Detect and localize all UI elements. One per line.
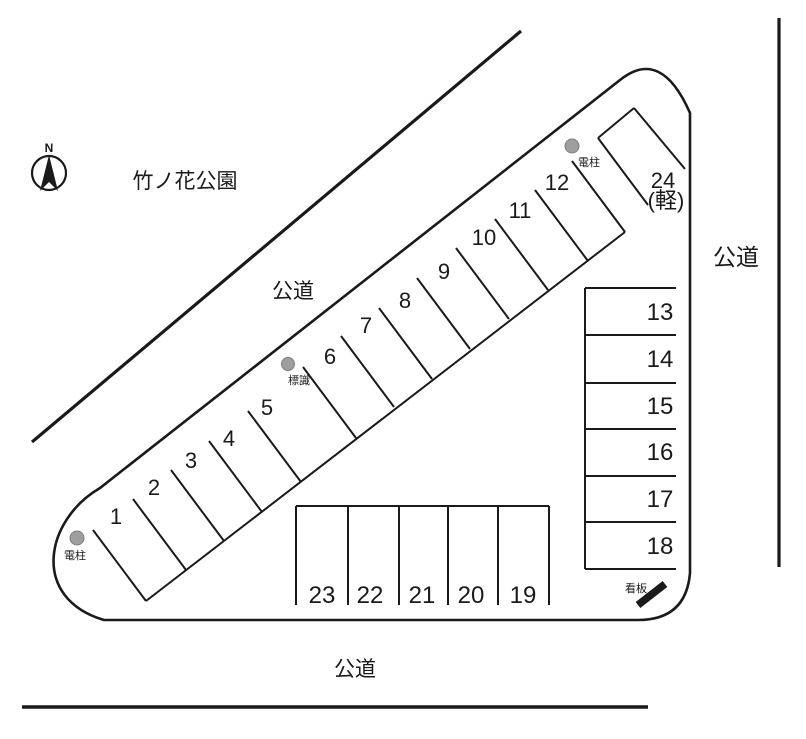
space-divider (416, 277, 471, 350)
utility-pole-icon (69, 530, 85, 546)
space-number-17: 17 (647, 486, 674, 513)
space-number-5: 5 (261, 395, 273, 420)
road-label-east: 公道 (713, 244, 759, 270)
space-divider (571, 160, 626, 233)
markers: 電柱 標識 電柱 看板 (64, 138, 668, 608)
kei-space-top-edge (597, 107, 635, 139)
space-number-8: 8 (399, 288, 411, 313)
space-number-2: 2 (148, 475, 160, 500)
diagonal-row-inner-edge (145, 231, 626, 602)
road-label-northwest: 公道 (272, 280, 314, 303)
space-divider (247, 410, 302, 483)
space-number-23: 23 (309, 582, 336, 609)
space-number-7: 7 (360, 313, 372, 338)
south-row-spaces: 23 22 21 20 19 (295, 505, 550, 609)
utility-pole-icon (564, 138, 580, 154)
space-number-15: 15 (647, 393, 674, 420)
space-number-14: 14 (647, 346, 674, 373)
kei-space-left-edge (597, 137, 649, 206)
space-number-20: 20 (458, 582, 485, 609)
utility-pole-ne-label: 電柱 (578, 155, 600, 169)
road-label-south: 公道 (334, 658, 376, 681)
east-column-spaces: 13 14 15 16 17 18 (584, 287, 676, 570)
space-24-kei-note: (軽) (648, 188, 685, 213)
space-divider (494, 218, 549, 291)
space-number-3: 3 (185, 448, 197, 473)
space-number-22: 22 (357, 582, 384, 609)
space-number-11: 11 (509, 198, 532, 223)
space-number-16: 16 (647, 439, 674, 466)
space-divider (340, 335, 395, 408)
roads: 公道 公道 公道 (22, 18, 781, 709)
space-number-21: 21 (409, 582, 436, 609)
road-edge-northwest (30, 29, 523, 444)
space-number-9: 9 (438, 259, 450, 284)
space-number-1: 1 (110, 504, 122, 529)
space-divider (534, 189, 589, 262)
space-number-18: 18 (647, 533, 674, 560)
diagonal-spaces: 1 2 3 4 5 6 7 8 9 10 11 12 (92, 160, 626, 602)
space-divider (455, 247, 510, 320)
space-divider (170, 469, 225, 542)
sign-icon (281, 357, 295, 371)
space-divider (132, 498, 187, 571)
sign-label: 標識 (288, 373, 310, 387)
space-divider (378, 307, 433, 380)
space-divider (302, 366, 357, 439)
compass: N (30, 141, 68, 192)
kei-space: 24 (軽) (597, 107, 686, 213)
kei-space-right-edge (633, 107, 686, 170)
space-number-19: 19 (510, 582, 537, 609)
utility-pole-sw-label: 電柱 (64, 548, 86, 562)
park-label: 竹ノ花公園 (133, 170, 238, 193)
signboard-icon (635, 581, 668, 608)
space-divider (92, 529, 147, 602)
space-number-4: 4 (223, 426, 235, 451)
space-number-10: 10 (472, 225, 496, 250)
space-divider (208, 440, 263, 513)
space-number-12: 12 (545, 170, 569, 195)
space-number-6: 6 (324, 344, 336, 369)
compass-needle-icon (40, 155, 58, 191)
signboard-label: 看板 (625, 581, 647, 595)
compass-n-label: N (45, 141, 54, 155)
space-number-24: 24 (651, 168, 675, 193)
space-number-13: 13 (647, 299, 674, 326)
lot-boundary (52, 67, 692, 622)
